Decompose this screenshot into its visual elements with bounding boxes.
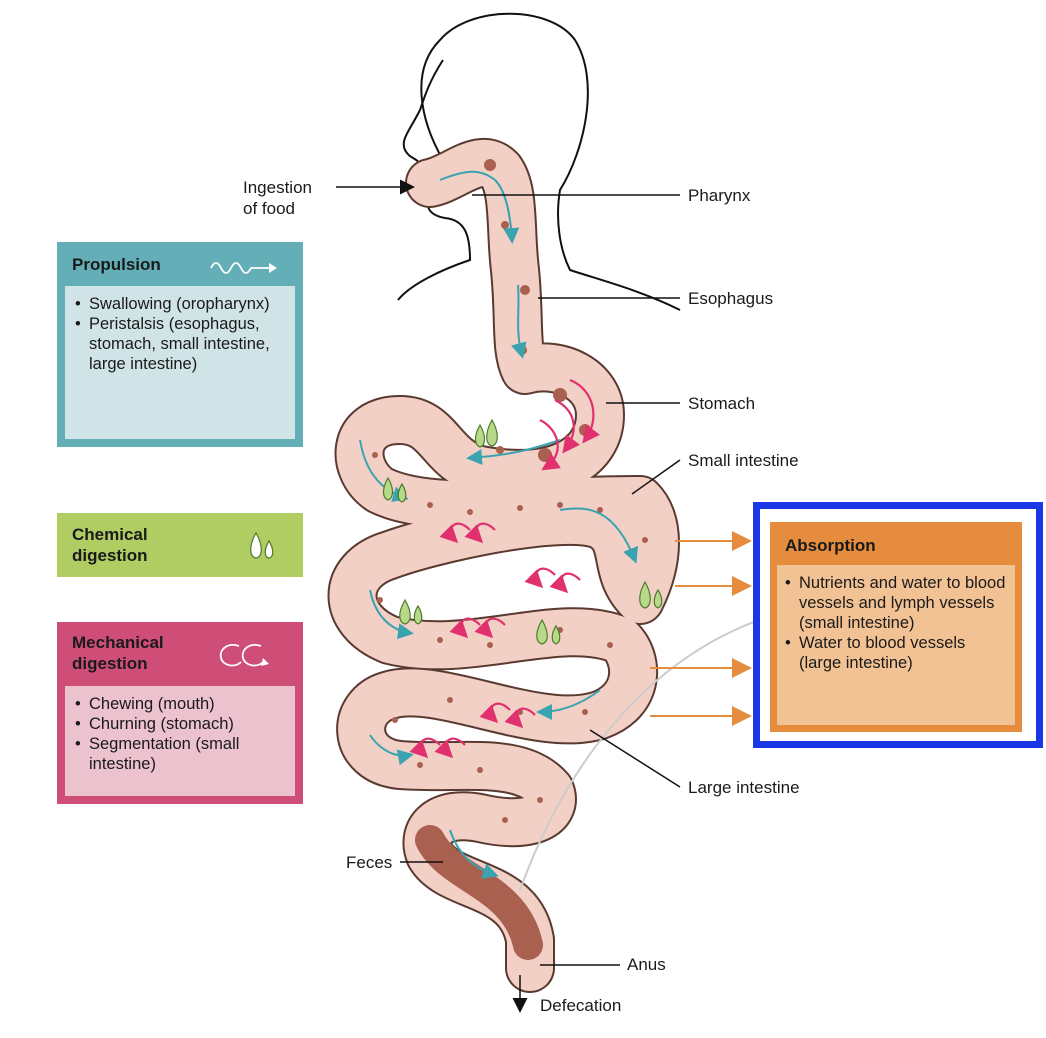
label-small-intestine: Small intestine: [688, 451, 799, 470]
mechanical-item: Chewing (mouth): [75, 694, 285, 714]
chemical-digestion-panel: Chemical digestion: [57, 513, 303, 577]
label-feces: Feces: [346, 853, 393, 872]
mechanical-title: Mechanical digestion: [72, 633, 164, 673]
propulsion-title: Propulsion: [72, 255, 161, 274]
label-large-intestine: Large intestine: [688, 778, 800, 797]
absorption-panel: Absorption Nutrients and water to blood …: [770, 522, 1022, 732]
small-intestine-pointer: [631, 459, 681, 495]
label-anus: Anus: [627, 955, 666, 974]
mechanical-item: Segmentation (small intestine): [75, 734, 285, 774]
propulsion-list: Swallowing (oropharynx) Peristalsis (eso…: [65, 286, 295, 439]
label-ingestion: Ingestion of food: [243, 178, 312, 218]
mechanical-digestion-panel: Mechanical digestion Chewing (mouth) Chu…: [57, 622, 303, 804]
absorption-list: Nutrients and water to blood vessels and…: [777, 565, 1015, 725]
absorption-item: Water to blood vessels (large intestine): [785, 633, 1007, 673]
label-esophagus: Esophagus: [688, 289, 774, 308]
chemical-title: Chemical digestion: [72, 525, 148, 565]
enzyme-drops-icon: [250, 531, 274, 559]
label-defecation: Defecation: [540, 996, 622, 1015]
churning-arrows-icon: [219, 644, 269, 667]
propulsion-item: Peristalsis (esophagus, stomach, small i…: [75, 314, 285, 374]
large-intestine-pointer: [589, 729, 681, 788]
absorption-title: Absorption: [785, 536, 876, 555]
propulsion-panel: Propulsion Swallowing (oropharynx) Peris…: [57, 242, 303, 447]
wave-arrow-icon: [210, 262, 277, 274]
body-outline: [420, 12, 681, 311]
label-pharynx: Pharynx: [688, 186, 751, 205]
propulsion-item: Swallowing (oropharynx): [75, 294, 285, 314]
absorption-item: Nutrients and water to blood vessels and…: [785, 573, 1007, 633]
label-stomach: Stomach: [688, 394, 756, 413]
digestive-tract: [327, 138, 680, 993]
mechanical-item: Churning (stomach): [75, 714, 285, 734]
absorption-route-curve: [519, 609, 791, 891]
mechanical-list: Chewing (mouth) Churning (stomach) Segme…: [65, 686, 295, 796]
